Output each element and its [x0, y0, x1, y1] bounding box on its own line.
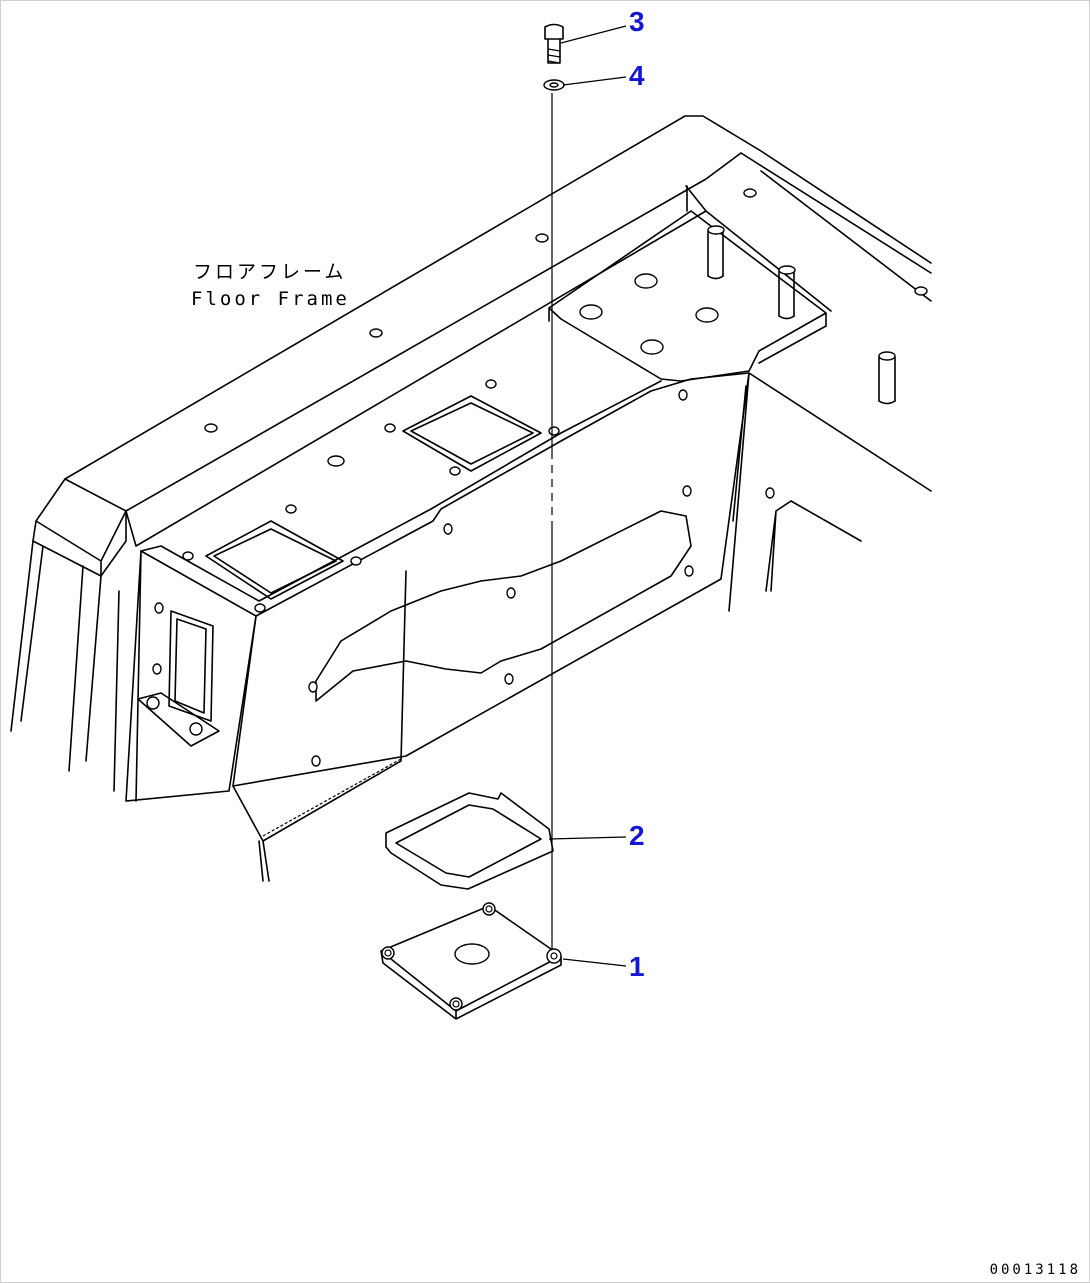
- weld-seam: [262, 758, 402, 837]
- floor-frame: [10, 115, 932, 882]
- top-opening-right: [402, 395, 542, 472]
- side-panel-slot: [315, 510, 692, 702]
- part-name-japanese: フロアフレーム: [193, 261, 346, 283]
- side-panel-lower-face: [232, 570, 407, 882]
- callout-4: 4: [629, 60, 645, 91]
- callout-2: 2: [629, 820, 645, 851]
- frame-top-rail: [64, 115, 932, 480]
- side-panel-top-edge: [140, 380, 662, 602]
- frame-left-post: [10, 540, 120, 792]
- top-opening-left: [205, 520, 344, 600]
- top-plate-hole: [579, 304, 603, 320]
- side-panel-main: [140, 372, 750, 787]
- callout-3: 3: [629, 6, 645, 37]
- bracket-nut: [189, 722, 203, 736]
- leader-line-1: [562, 958, 627, 967]
- drawing-number: 00013118: [989, 1262, 1081, 1278]
- callout-1: 1: [629, 951, 645, 982]
- side-panel-left-face: [125, 550, 257, 802]
- part-washer: [543, 79, 565, 91]
- part-name-english: Floor Frame: [191, 288, 350, 310]
- frame-corner-left: [32, 478, 127, 577]
- floor-right-section: [728, 372, 932, 612]
- part-cover-plate: [380, 902, 562, 1020]
- bracket-nut: [146, 696, 160, 710]
- leader-line-2: [548, 836, 627, 840]
- stud-pins: [707, 225, 896, 405]
- part-gasket: [385, 792, 554, 890]
- leader-line-4: [562, 76, 627, 86]
- top-plate: [548, 210, 827, 382]
- left-face-opening: [168, 610, 214, 722]
- top-plate-hole: [634, 273, 658, 289]
- frame-right-rail: [686, 152, 932, 312]
- part-bolt: [544, 23, 564, 64]
- top-plate-hole: [695, 307, 719, 323]
- leader-line-3: [560, 25, 627, 44]
- frame-bolt-holes: [152, 188, 928, 767]
- frame-top-rail-lower: [125, 185, 707, 547]
- top-plate-hole: [640, 339, 664, 355]
- frame-top-rail-inner: [64, 152, 742, 512]
- bracket: [137, 692, 220, 747]
